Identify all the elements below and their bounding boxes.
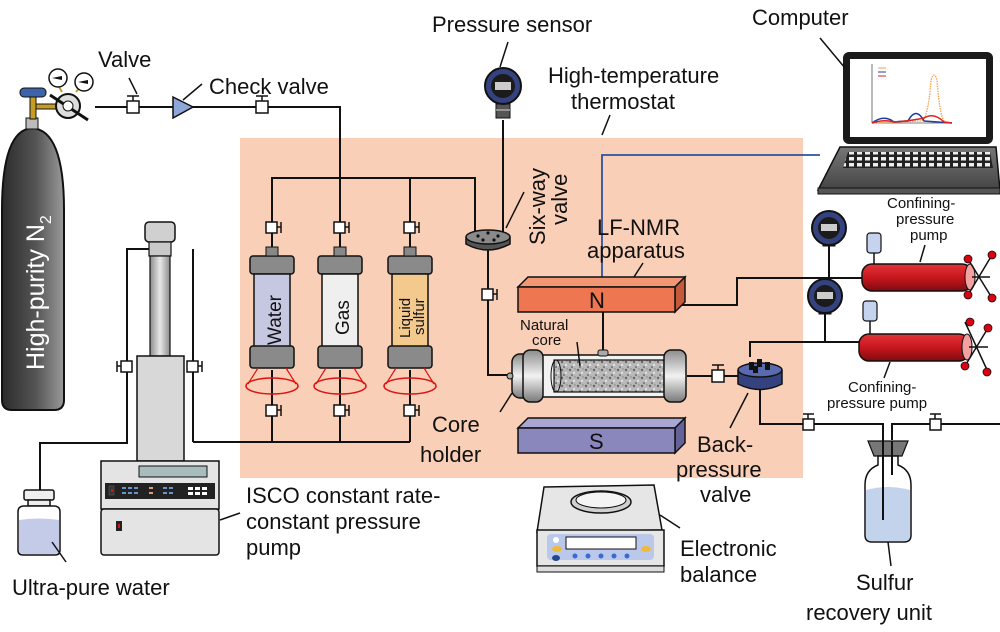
isco-pump-label-line2: constant pressure <box>246 509 421 534</box>
six-way-valve-label-line2: valve <box>547 174 572 225</box>
confining-top-label-line2: pressure <box>896 211 954 228</box>
confining-bottom-label-line1: Confining- <box>848 379 916 396</box>
confining-pressure-pump-top <box>811 210 997 303</box>
back-pressure-label-line3: valve <box>700 482 751 507</box>
check-valve-icon[interactable] <box>172 95 195 120</box>
electronic-balance-label-line1: Electronic <box>680 536 777 561</box>
liquid-sulfur-container: Liquid sulfur <box>383 246 437 395</box>
electronic-balance-icon <box>536 484 665 573</box>
magnet-s: S <box>516 416 687 455</box>
container-gas-label: Gas <box>333 300 354 335</box>
ultra-pure-water-bottle <box>17 489 61 556</box>
confining-pressure-pump-bottom <box>807 278 993 377</box>
lfnmr-label-line1: LF-NMR <box>597 215 680 240</box>
computer-laptop-icon <box>816 52 1000 195</box>
isco-pump-label-line1: ISCO constant rate- <box>246 483 440 508</box>
valve-icon[interactable] <box>711 364 725 383</box>
core-holder-label-line1: Core <box>432 412 480 437</box>
computer-label: Computer <box>752 5 849 30</box>
confining-bottom-label-line2: pressure pump <box>827 395 927 412</box>
valve-icons[interactable] <box>116 221 498 417</box>
back-pressure-label-line2: pressure <box>676 457 762 482</box>
pressure-sensor-icon <box>484 67 522 119</box>
nmr-t2-spectrum-thumbnail <box>871 64 953 124</box>
water-container: Water <box>245 246 299 395</box>
natural-core-label-line1: Natural <box>520 317 568 334</box>
pipelines <box>39 106 1000 540</box>
n2-gas-cylinder: High-purity N2 <box>0 68 94 411</box>
sulfur-recovery-label-line2: recovery unit <box>806 600 932 625</box>
heater-coil-icon <box>313 377 367 395</box>
heater-coil-icon <box>245 377 299 395</box>
container-sulfur-label-line2: sulfur <box>411 298 428 335</box>
heater-coil-icon <box>383 377 437 395</box>
thermostat-label-line2: thermostat <box>571 89 675 114</box>
back-pressure-label-line1: Back- <box>697 432 753 457</box>
gas-cylinder-label: High-purity N2 <box>22 215 55 370</box>
valve-icon[interactable] <box>255 95 269 114</box>
thermostat-label-line1: High-temperature <box>548 63 719 88</box>
container-water-label: Water <box>265 294 286 345</box>
magnet-s-label: S <box>589 429 604 454</box>
six-way-valve-label-line1: Six-way <box>525 168 550 245</box>
valve-icons[interactable] <box>802 413 942 431</box>
sulfur-recovery-label-line1: Sulfur <box>856 570 913 595</box>
container-sulfur-label-line1: Liquid <box>397 298 414 338</box>
six-way-valve-icon[interactable] <box>465 229 511 251</box>
magnet-n: N <box>516 275 687 314</box>
core-holder-label-line2: holder <box>420 442 481 467</box>
confining-top-label-line3: pump <box>910 227 948 244</box>
natural-core-label-line2: core <box>532 332 561 349</box>
electronic-balance-label-line2: balance <box>680 562 757 587</box>
magnet-n-label: N <box>589 288 605 313</box>
ultra-pure-water-label: Ultra-pure water <box>12 575 170 600</box>
gas-container: Gas <box>313 246 367 395</box>
isco-pump-label-line3: pump <box>246 535 301 560</box>
isco-pump-icon <box>100 221 220 556</box>
pressure-sensor-label: Pressure sensor <box>432 12 592 37</box>
valve-label: Valve <box>98 47 151 72</box>
lfnmr-label-line2: apparatus <box>587 238 685 263</box>
check-valve-label: Check valve <box>209 74 329 99</box>
sulfur-recovery-bottle <box>864 440 912 543</box>
back-pressure-valve-icon[interactable] <box>737 359 783 391</box>
valve-icon[interactable] <box>126 95 140 114</box>
core-holder-icon <box>506 349 687 403</box>
confining-top-label-line1: Confining- <box>887 195 955 212</box>
